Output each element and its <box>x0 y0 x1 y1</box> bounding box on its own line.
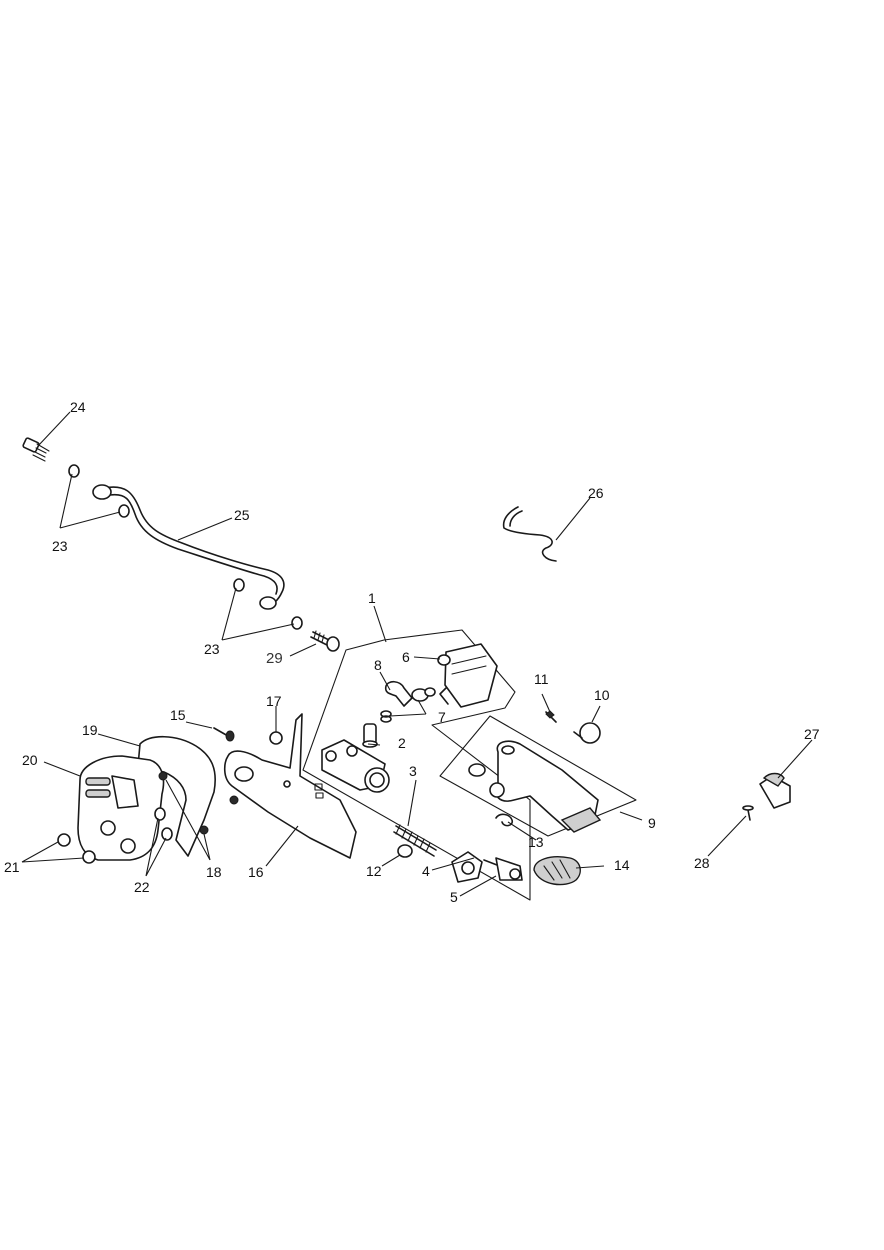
callout-5: 5 <box>450 889 458 905</box>
part-washers-23-bottom <box>233 578 303 630</box>
part-adapter-2 <box>362 723 378 748</box>
part-reservoir <box>437 643 498 708</box>
part-pedal-rubber-14 <box>533 856 581 886</box>
part-screws-21 <box>57 833 96 864</box>
callout-27: 27 <box>804 726 820 742</box>
callout-10: 10 <box>594 687 610 703</box>
callout-labels: 24 23 25 23 29 26 1 6 8 7 2 3 4 5 11 10 … <box>4 399 820 905</box>
part-elbow-hose-8 <box>384 680 436 707</box>
callout-1: 1 <box>368 590 376 606</box>
callout-19: 19 <box>82 722 98 738</box>
part-bush <box>468 763 486 777</box>
part-piston-4 <box>451 851 483 883</box>
part-circlip-13 <box>495 813 514 827</box>
callout-2: 2 <box>398 735 406 751</box>
part-pin-28 <box>742 805 754 821</box>
part-footrest-hanger <box>223 713 357 859</box>
callout-8: 8 <box>374 657 382 673</box>
callout-22: 22 <box>134 879 150 895</box>
callout-9: 9 <box>648 815 656 831</box>
part-spring-3 <box>393 824 437 857</box>
callout-6: 6 <box>402 649 410 665</box>
part-heel-guard-20 <box>77 755 165 861</box>
part-master-cylinder-body <box>321 739 390 793</box>
part-brake-hose <box>92 484 285 610</box>
callout-20: 20 <box>22 752 38 768</box>
part-stop-switch-27 <box>759 772 791 809</box>
part-return-spring-11 <box>545 710 557 723</box>
part-pivot-bolt-10 <box>573 722 601 744</box>
callout-3: 3 <box>409 763 417 779</box>
part-clips-7 <box>380 710 392 723</box>
callout-23-top: 23 <box>52 538 68 554</box>
part-banjo-bolt-29 <box>310 630 340 652</box>
part-pushrod-5 <box>483 857 523 881</box>
callout-4: 4 <box>422 863 430 879</box>
part-banjo-bolt-24 <box>22 437 50 462</box>
callout-25: 25 <box>234 507 250 523</box>
callout-23-bottom: 23 <box>204 641 220 657</box>
callout-29: 29 <box>266 650 283 667</box>
callout-15: 15 <box>170 707 186 723</box>
callout-16: 16 <box>248 864 264 880</box>
callout-21: 21 <box>4 859 20 875</box>
part-nuts-18 <box>158 771 209 835</box>
part-brake-pedal <box>489 740 602 833</box>
callout-17: 17 <box>266 693 282 709</box>
callout-24: 24 <box>70 399 86 415</box>
leader-lines <box>21 411 813 897</box>
group-outline-brake-pedal <box>439 715 637 837</box>
part-washers-22 <box>154 807 173 841</box>
callout-13: 13 <box>528 834 544 850</box>
callout-28: 28 <box>694 855 710 871</box>
part-pivot-pin-12 <box>397 844 413 858</box>
callout-18: 18 <box>206 864 222 880</box>
callout-7: 7 <box>438 709 446 725</box>
callout-12: 12 <box>366 863 382 879</box>
part-bolt-15 <box>213 727 235 742</box>
part-bolt-rear <box>229 795 239 805</box>
part-wire-clip <box>502 506 557 562</box>
callout-11: 11 <box>534 671 549 687</box>
callout-26: 26 <box>588 485 604 501</box>
part-bolt-17 <box>269 731 283 745</box>
callout-14: 14 <box>614 857 630 873</box>
